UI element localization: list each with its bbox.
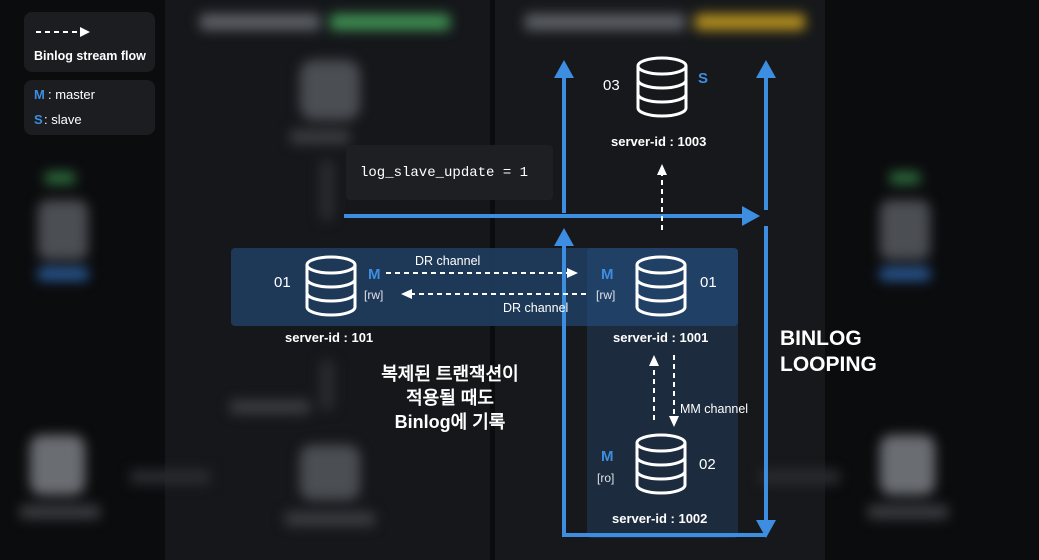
server-role-1003: S (698, 70, 709, 87)
code-box (346, 145, 553, 200)
server-id-1001: server-id : 1001 (613, 330, 709, 345)
legend-master-key: M (34, 87, 45, 102)
server-role-101: M (368, 266, 381, 283)
database-icon-1003 (636, 56, 688, 118)
server-role-1001: M (601, 266, 614, 283)
legend-role-box: M : master S : slave (24, 80, 155, 135)
legend-stream-box: Binlog stream flow (24, 12, 155, 72)
replication-caption: 복제된 트랜잭션이 적용될 때도 Binlog에 기록 (350, 362, 550, 434)
server-mode-1002: [ro] (597, 471, 615, 485)
dashed-arrowhead-mm-down (669, 416, 679, 427)
looping-line-1: BINLOG (780, 327, 862, 350)
server-id-1002: server-id : 1002 (612, 511, 708, 526)
server-number-1002: 02 (699, 456, 716, 473)
cluster-column-band (587, 248, 738, 538)
server-number-1003: 03 (603, 77, 620, 94)
dashed-arrowhead-dr-left (401, 289, 412, 299)
dashed-arrowhead-mm-up (649, 355, 659, 366)
dr-channel-label-top: DR channel (415, 254, 481, 268)
arrowhead-right (742, 206, 760, 226)
code-text: log_slave_update = 1 (360, 165, 529, 181)
looping-line-2: LOOPING (780, 353, 877, 376)
legend-slave-label: : slave (44, 112, 82, 127)
database-icon-101 (305, 255, 357, 317)
binlog-loop-path (562, 245, 766, 537)
server-number-101: 01 (274, 274, 291, 291)
caption-line-2: 적용될 때도 (406, 388, 494, 408)
binlog-looping-label: BINLOG LOOPING (780, 326, 877, 378)
dashed-arrowhead-to-1003 (657, 164, 667, 175)
server-id-101: server-id : 101 (285, 330, 374, 345)
database-icon-1002 (635, 433, 687, 495)
server-mode-1001: [rw] (596, 288, 616, 302)
legend-master-label: : master (48, 87, 95, 102)
dashed-arrow-icon (36, 27, 90, 37)
server-id-1003: server-id : 1003 (611, 134, 707, 149)
dashed-arrowhead-dr-right (567, 268, 578, 278)
caption-line-1: 복제된 트랜잭션이 (381, 364, 519, 384)
arrowhead-up-left (554, 60, 574, 78)
arrowhead-down-right (756, 520, 776, 538)
arrowhead-up-right (756, 60, 776, 78)
legend-stream-label: Binlog stream flow (34, 49, 146, 63)
legend-slave-key: S (34, 112, 43, 127)
arrowhead-up-loop (554, 228, 574, 246)
server-role-1002: M (601, 448, 614, 465)
server-mode-101: [rw] (364, 288, 384, 302)
dr-channel-label-bottom: DR channel (503, 301, 569, 315)
mm-channel-label: MM channel (680, 402, 749, 416)
server-number-1001: 01 (700, 274, 717, 291)
database-icon-1001 (635, 255, 687, 317)
caption-line-3: Binlog에 기록 (394, 412, 506, 432)
